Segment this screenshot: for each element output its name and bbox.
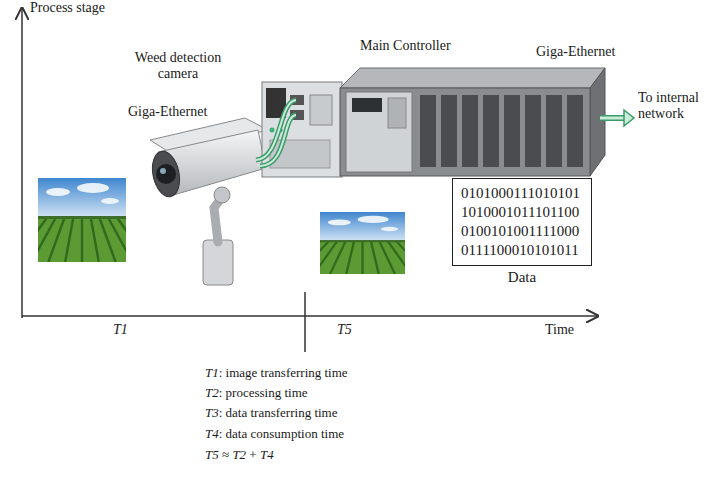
weed-camera [149, 118, 268, 285]
main-controller [262, 68, 605, 177]
cable-label: Giga-Ethernet [128, 104, 207, 120]
definition-note: T3: data transferring time [205, 406, 338, 421]
field-image [0, 178, 166, 262]
destination-label: To internal network [638, 90, 714, 122]
display [352, 98, 382, 112]
component-label: Weed detection camera [120, 50, 236, 82]
camera-joint [214, 187, 230, 203]
io-slots [420, 95, 583, 167]
status-led [270, 128, 275, 133]
cable-label: Giga-Ethernet [536, 44, 615, 60]
binary-data: 0101000111010101 1010001011101100 010010… [461, 184, 583, 260]
component-label: Main Controller [360, 38, 451, 54]
interval-label: T5 [337, 322, 352, 338]
y-axis [21, 8, 23, 318]
slot-cover [388, 98, 406, 128]
chassis-front [340, 88, 590, 176]
definition-note: T1: image transferring time [205, 366, 348, 381]
lens-glint [160, 168, 166, 174]
interval-label: T1 [113, 322, 128, 338]
field-image [281, 212, 443, 274]
box-caption: Data [452, 269, 592, 286]
network-arrow [600, 110, 634, 126]
data-block: 0101000111010101 1010001011101100 010010… [452, 178, 592, 286]
definition-note: T4: data consumption time [205, 427, 344, 442]
camera-mount [203, 240, 233, 285]
definition-note: T5 ≈ T2 + T4 [205, 448, 274, 463]
x-axis [22, 315, 598, 317]
camera-front [149, 149, 184, 199]
camera-lens [156, 164, 176, 184]
axis-title: Process stage [30, 0, 105, 16]
chassis-top [340, 68, 605, 88]
cpu-face [346, 92, 412, 172]
data-box: 0101000111010101 1010001011101100 010010… [452, 178, 592, 266]
axis-title: Time [545, 322, 574, 338]
chassis-side [590, 68, 605, 176]
stage-divider [304, 292, 306, 352]
ethernet-cable [256, 100, 296, 166]
definition-note: T2: processing time [205, 386, 308, 401]
connector [310, 95, 332, 125]
